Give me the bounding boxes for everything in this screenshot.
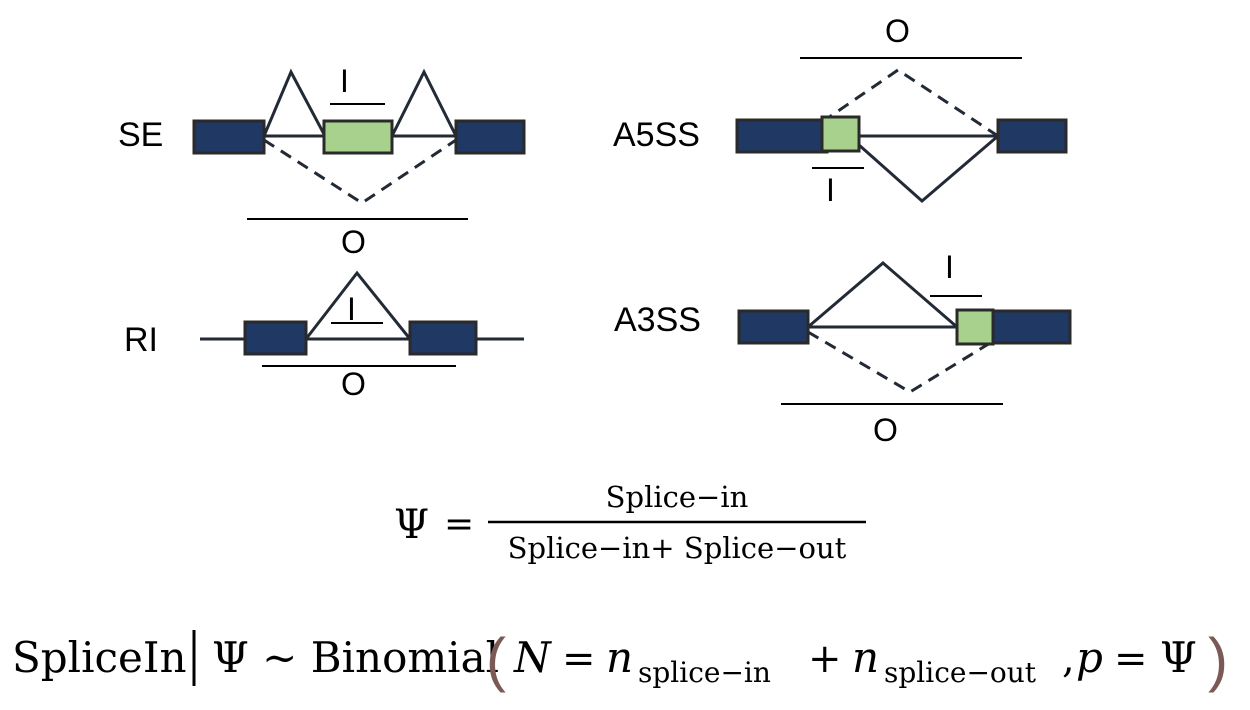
a5ss-upstream-exon bbox=[735, 118, 829, 154]
n-equals: = bbox=[562, 636, 596, 682]
a3ss-downstream-exon bbox=[988, 309, 1072, 345]
n-splice-out-subscript: splice−out bbox=[884, 656, 1037, 689]
se-upstream-exon bbox=[192, 119, 266, 155]
a3ss-exclusion-label: O bbox=[873, 412, 898, 448]
p-equals: = bbox=[1114, 636, 1148, 682]
ri-downstream-exon bbox=[408, 320, 478, 356]
plus-sign: + bbox=[808, 636, 842, 682]
a5ss-exclusion-label: O bbox=[885, 13, 910, 49]
ri-inclusion-label: I bbox=[347, 291, 356, 327]
psi-equation: Ψ = Splice−in Splice−in+ Splice−out bbox=[394, 480, 866, 565]
n-splice-out: n bbox=[852, 633, 879, 682]
a5ss-downstream-exon bbox=[996, 118, 1068, 154]
n-splice-in: n bbox=[606, 633, 633, 682]
a5ss-inclusion-label: I bbox=[826, 172, 835, 208]
ri-label: RI bbox=[124, 321, 158, 359]
se-downstream-exon bbox=[454, 119, 526, 155]
comma: , bbox=[1062, 636, 1075, 682]
ri-splice-junction bbox=[304, 270, 412, 340]
open-paren: ( bbox=[486, 626, 506, 693]
a3ss-label: A3SS bbox=[614, 301, 701, 339]
splicein-term: SpliceIn bbox=[12, 633, 187, 682]
se-exclusion-junction bbox=[263, 138, 457, 205]
p-param: p bbox=[1076, 633, 1103, 682]
a5ss-exclusion-junction bbox=[821, 68, 999, 138]
ri-exclusion-label: O bbox=[341, 366, 366, 402]
se-skipped-exon bbox=[322, 119, 394, 155]
a3ss-diagram: A3SS I O bbox=[614, 249, 1072, 448]
a3ss-alternative-region bbox=[955, 308, 995, 346]
ri-diagram: RI I O bbox=[124, 270, 524, 402]
a3ss-upstream-exon bbox=[737, 309, 810, 345]
psi-numerator: Splice−in bbox=[606, 480, 749, 514]
psi-denominator: Splice−in+ Splice−out bbox=[508, 531, 847, 565]
psi-symbol: Ψ bbox=[394, 502, 429, 548]
se-exclusion-label: O bbox=[341, 224, 366, 260]
psi-equals: = bbox=[444, 504, 474, 545]
se-inclusion-junction-right bbox=[390, 68, 458, 137]
ri-upstream-exon bbox=[243, 320, 308, 356]
a5ss-inclusion-junction bbox=[858, 134, 999, 203]
binomial-equation: SpliceIn Ψ ∼ Binomial ( N = n splice−in … bbox=[12, 626, 1228, 693]
a5ss-label: A5SS bbox=[613, 116, 700, 154]
se-inclusion-junction-left bbox=[262, 68, 327, 137]
a3ss-exclusion-junction bbox=[807, 330, 996, 394]
n-splice-in-subscript: splice−in bbox=[638, 656, 771, 689]
close-paren: ) bbox=[1208, 626, 1228, 693]
n-total: N bbox=[513, 633, 552, 682]
p-psi: Ψ bbox=[1160, 633, 1197, 682]
se-label: SE bbox=[118, 116, 163, 154]
se-inclusion-label: I bbox=[340, 63, 349, 99]
a5ss-diagram: A5SS O I bbox=[613, 13, 1068, 208]
a3ss-inclusion-label: I bbox=[945, 249, 954, 285]
se-diagram: SE I O bbox=[118, 63, 526, 260]
a5ss-alternative-region bbox=[820, 115, 861, 153]
a3ss-inclusion-junction bbox=[807, 261, 958, 329]
binomial-term: Ψ ∼ Binomial bbox=[212, 633, 499, 682]
